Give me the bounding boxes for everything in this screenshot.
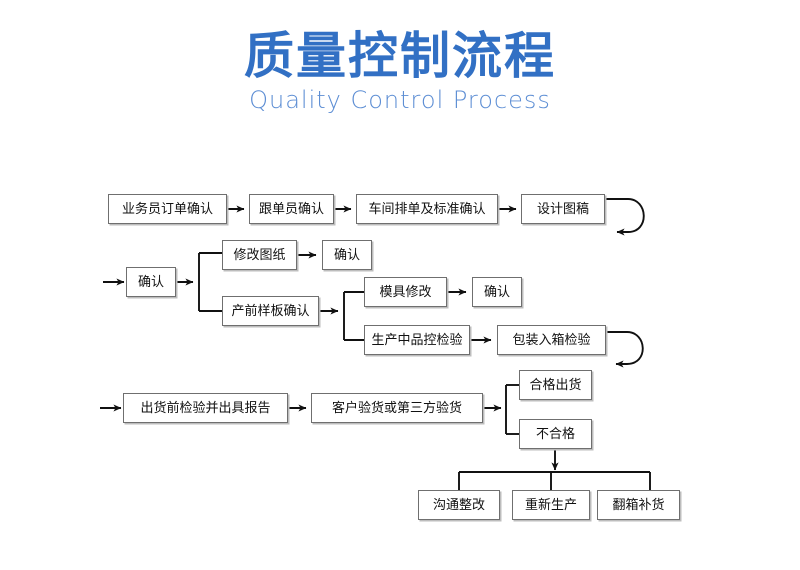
node-label: 产前样板确认 [231,303,310,319]
node-label: 出货前检验并出具报告 [140,400,271,416]
node-label: 设计图稿 [536,201,589,217]
node-label: 确认 [483,284,510,300]
node-label: 翻箱补货 [612,497,665,513]
node-revise-drawing[interactable]: 修改图纸 [222,240,297,270]
node-label: 跟单员确认 [258,201,324,217]
node-confirm-mold[interactable]: 确认 [472,277,522,307]
node-label: 客户验货或第三方验货 [331,400,462,416]
node-confirm-design[interactable]: 确认 [126,267,176,297]
node-label: 生产中品控检验 [371,332,463,348]
node-pre-production-sample-confirm[interactable]: 产前样板确认 [222,296,319,326]
node-qualified-shipment[interactable]: 合格出货 [519,370,592,400]
node-communicate-rectify[interactable]: 沟通整改 [418,490,500,520]
node-repack-replenish[interactable]: 翻箱补货 [597,490,680,520]
node-label: 重新生产 [524,497,577,513]
page-title: 质量控制流程 [244,27,556,85]
page-subtitle: Quality Control Process [249,86,551,114]
node-in-production-quality-inspection[interactable]: 生产中品控检验 [364,325,470,355]
node-label: 业务员订单确认 [121,201,213,217]
node-reproduce[interactable]: 重新生产 [512,490,590,520]
page-header: 质量控制流程 Quality Control Process [0,28,800,114]
node-workshop-schedule-standard-confirm[interactable]: 车间排单及标准确认 [356,194,498,224]
node-label: 车间排单及标准确认 [368,201,486,217]
node-label: 模具修改 [379,284,432,300]
node-label: 沟通整改 [432,497,485,513]
node-label: 确认 [137,274,164,290]
node-pre-shipment-inspection-report[interactable]: 出货前检验并出具报告 [123,393,288,423]
node-packing-box-inspection[interactable]: 包装入箱检验 [497,325,606,355]
node-unqualified[interactable]: 不合格 [519,419,592,449]
node-sales-order-confirm[interactable]: 业务员订单确认 [108,194,227,224]
node-label: 包装入箱检验 [512,332,591,348]
node-confirm-drawing[interactable]: 确认 [322,240,372,270]
node-customer-or-third-party-inspection[interactable]: 客户验货或第三方验货 [311,393,483,423]
return-loop-row1 [605,198,645,236]
node-label: 修改图纸 [233,247,286,263]
node-label: 合格出货 [529,377,582,393]
node-label: 确认 [333,247,360,263]
node-label: 不合格 [535,426,575,442]
node-mold-revision[interactable]: 模具修改 [364,277,447,307]
node-design-draft[interactable]: 设计图稿 [521,194,605,224]
return-loop-row2 [606,331,644,368]
node-merchandiser-confirm[interactable]: 跟单员确认 [249,194,334,224]
